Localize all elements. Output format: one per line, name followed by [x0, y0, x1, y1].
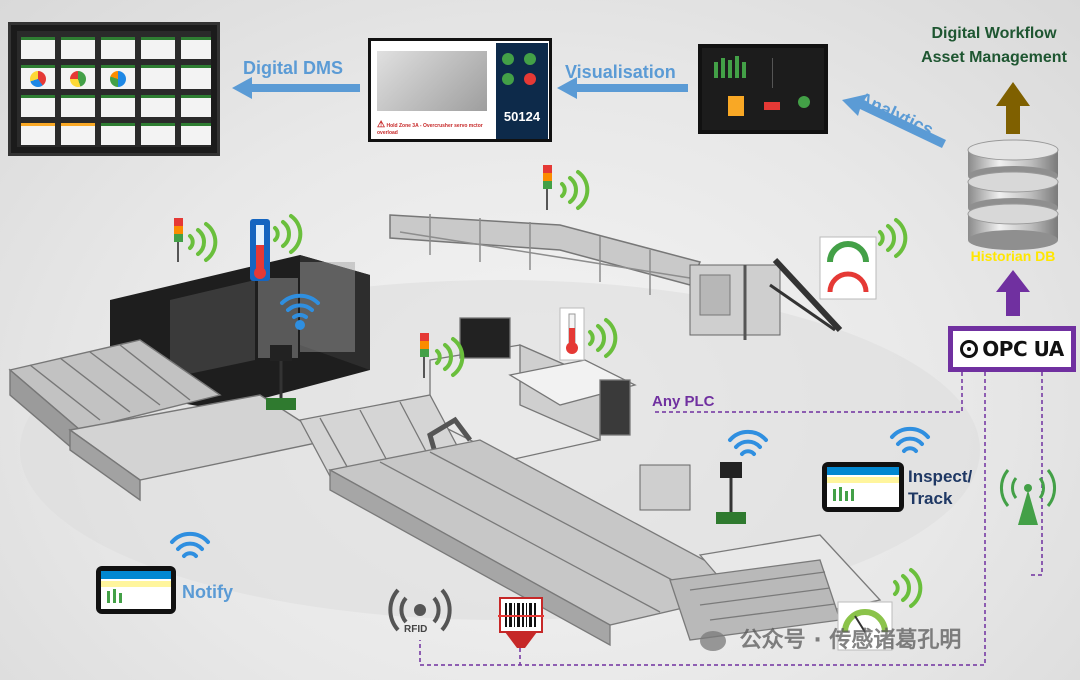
warning-text: ⚠ Hold Zone 3A - Overcrusher servo mctor… — [377, 119, 483, 137]
analytics-monitor — [698, 44, 828, 134]
dms-dashboard-monitor — [8, 22, 220, 156]
kpi-panel: 50124 — [496, 43, 548, 139]
stack-light-icon — [420, 333, 429, 378]
digital-dms-label: Digital DMS — [243, 58, 344, 78]
wechat-icon — [700, 631, 726, 651]
right-station — [689, 257, 843, 340]
rfid-icon — [388, 588, 452, 632]
cart-right — [639, 462, 746, 524]
opcua-badge: OPC UA — [948, 326, 1076, 372]
flow-arrows — [232, 77, 1030, 316]
thermometer-icon — [559, 307, 585, 361]
wifi-green-icons — [188, 170, 923, 608]
opcua-logo-icon — [960, 340, 979, 358]
line-thumbnail — [377, 51, 487, 111]
warning-icon: ⚠ — [377, 119, 386, 129]
wifi-blue-icons — [170, 293, 930, 558]
counter-value: 50124 — [503, 109, 541, 124]
analytics-screen — [702, 48, 824, 130]
gauge-icon — [819, 236, 877, 300]
thermometer-icon — [250, 219, 270, 281]
any-plc-label: Any PLC — [652, 393, 715, 410]
notify-label: Notify — [182, 582, 233, 602]
visualisation-label: Visualisation — [565, 62, 676, 82]
workflow-label: Digital Workflow Asset Management — [921, 25, 1067, 66]
gauge-icon — [837, 601, 893, 651]
inspect-tablet — [822, 462, 904, 512]
dms-tile-grid — [17, 31, 211, 147]
notify-tablet — [96, 566, 176, 614]
cart-left — [266, 345, 296, 410]
opcua-text: OPC UA — [982, 337, 1064, 361]
rfid-label: RFID — [404, 624, 428, 635]
historian-db-label: Historian DB — [970, 248, 1056, 264]
left-conveyor — [8, 339, 332, 502]
stack-light-icon — [543, 165, 552, 210]
barcode-scanner-icon — [498, 597, 544, 648]
connection-lines — [419, 372, 1043, 666]
watermark: 公众号 · 传感诸葛孔明 — [700, 622, 961, 654]
antenna-icon — [1000, 469, 1056, 525]
inspect-tablet-screen — [827, 467, 899, 507]
notify-tablet-screen — [101, 571, 171, 609]
visualisation-monitor: 50124 ⚠ Hold Zone 3A - Overcrusher servo… — [368, 38, 552, 142]
inspect-track-label: Inspect/ Track — [908, 467, 973, 508]
stack-light-icon — [174, 218, 183, 262]
historian-db-icon — [967, 139, 1059, 250]
